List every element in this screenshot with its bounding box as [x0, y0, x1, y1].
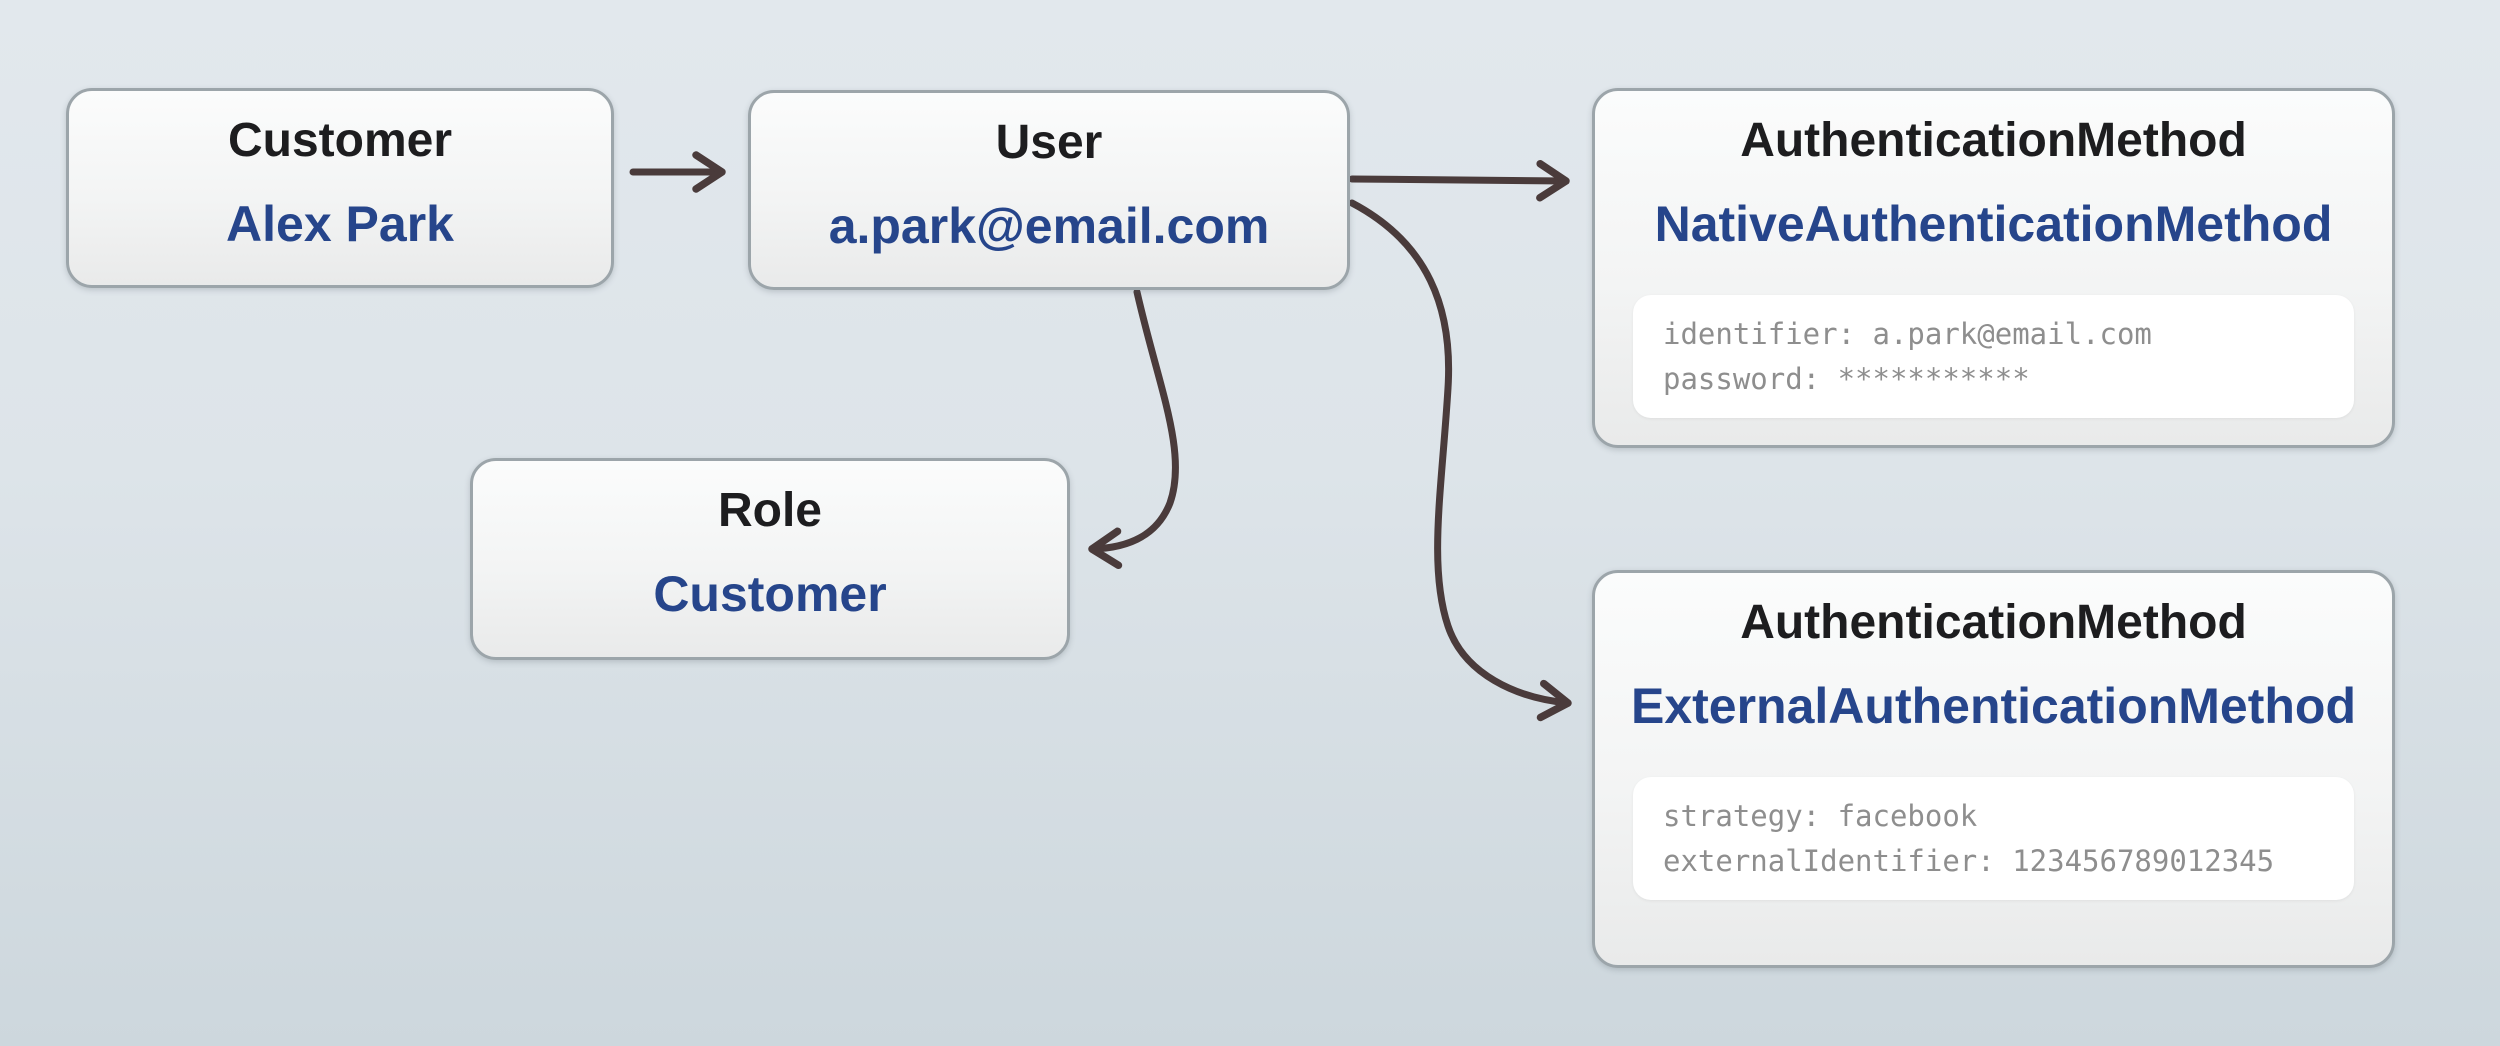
node-auth-external-title: AuthenticationMethod: [1740, 596, 2247, 649]
node-role-title: Role: [717, 484, 822, 537]
edge-user-to-native-auth: [1348, 160, 1570, 202]
node-auth-native: AuthenticationMethod NativeAuthenticatio…: [1592, 88, 2395, 448]
node-auth-external-attributes-panel: strategy: facebook externalIdentifier: 1…: [1633, 777, 2354, 900]
node-auth-external: AuthenticationMethod ExternalAuthenticat…: [1592, 570, 2395, 968]
node-auth-native-attributes-panel: identifier: a.park@email.com password: *…: [1633, 295, 2354, 418]
node-customer-title: Customer: [227, 114, 453, 167]
node-auth-native-title: AuthenticationMethod: [1740, 114, 2247, 167]
node-role-value: Customer: [653, 566, 887, 622]
node-user: User a.park@email.com: [748, 90, 1350, 290]
attribute-password: password: ***********: [1663, 362, 2030, 396]
node-customer: Customer Alex Park: [66, 88, 614, 288]
attribute-identifier: identifier: a.park@email.com: [1663, 317, 2152, 351]
node-auth-external-value: ExternalAuthenticationMethod: [1630, 678, 2357, 734]
edge-user-to-external-auth: [1348, 199, 1572, 722]
attribute-strategy: strategy: facebook: [1663, 799, 1978, 833]
node-user-value: a.park@email.com: [828, 198, 1270, 254]
node-role: Role Customer: [470, 458, 1070, 660]
node-customer-value: Alex Park: [226, 196, 454, 252]
attribute-external-identifier: externalIdentifier: 123456789012345: [1663, 844, 2275, 878]
node-auth-native-value: NativeAuthenticationMethod: [1654, 196, 2333, 252]
edge-user-to-role: [1088, 288, 1179, 570]
node-user-title: User: [995, 116, 1103, 169]
